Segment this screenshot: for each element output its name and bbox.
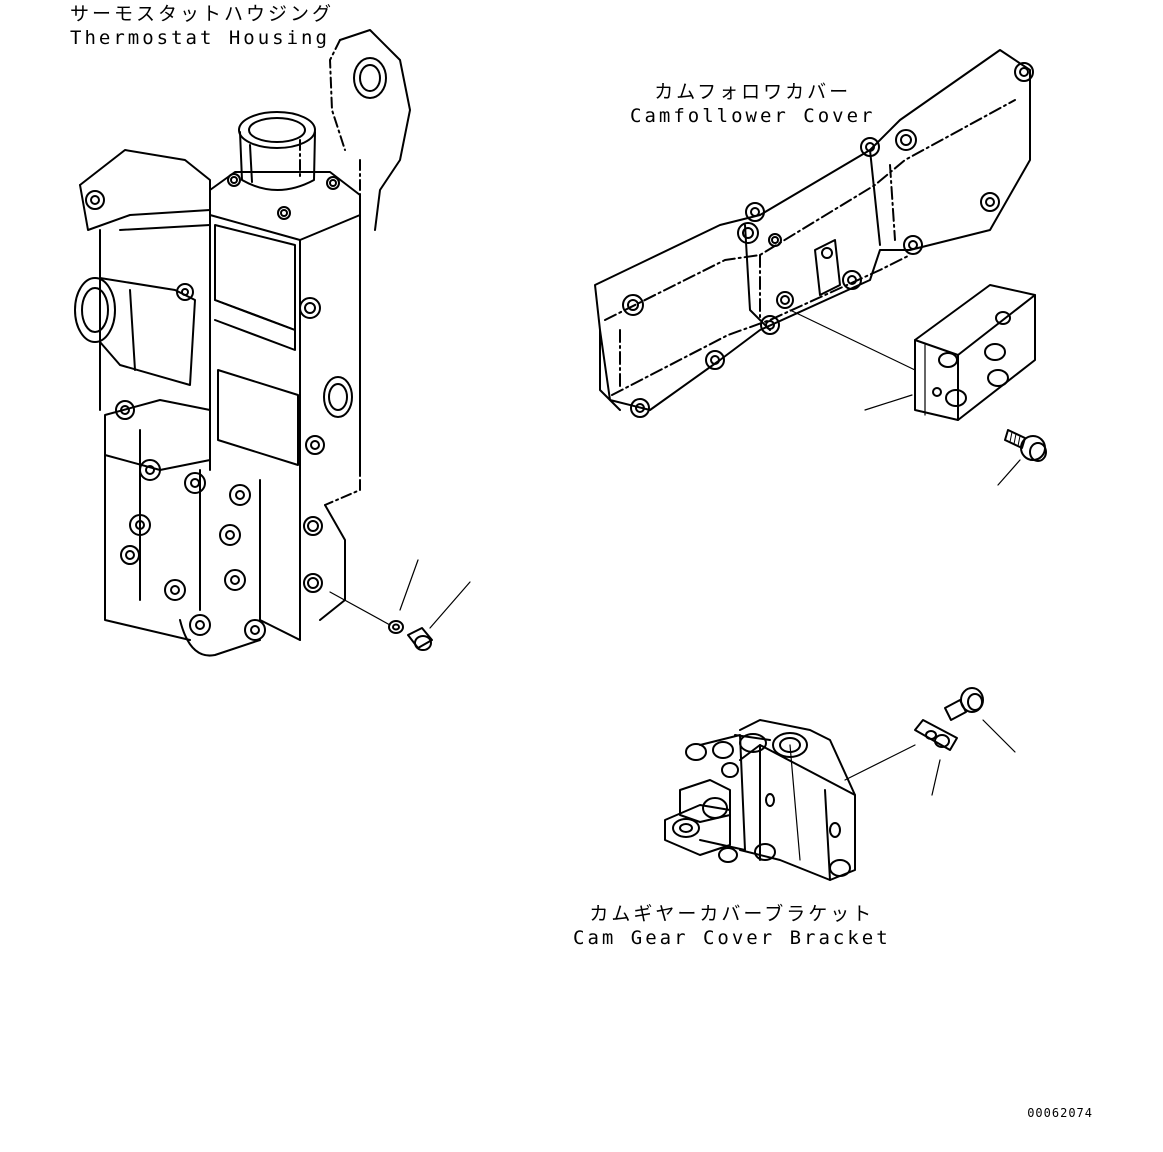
cam-gear-cover-bracket-label-en: Cam Gear Cover Bracket (573, 927, 891, 949)
housing-bosses (115, 400, 323, 641)
cam-gear-cover-bracket-assembly (664, 719, 916, 881)
gasket-and-bolt-bracket (914, 687, 1016, 796)
cover-bolts (622, 62, 1034, 418)
washer-and-bolt-thermostat (388, 559, 471, 651)
cover-plate (864, 284, 1036, 421)
camfollower-cover-label-en: Camfollower Cover (630, 105, 876, 127)
camfollower-cover-label: カムフォロワカバー Camfollower Cover (630, 80, 875, 128)
camfollower-cover-assembly (594, 49, 1034, 418)
cam-gear-cover-bracket-label: カムギヤーカバーブラケット Cam Gear Cover Bracket (573, 902, 891, 950)
thermostat-housing-label-jp: サーモスタットハウジング (70, 3, 335, 25)
camfollower-cover-label-jp: カムフォロワカバー (654, 81, 852, 103)
thermostat-housing-assembly (74, 29, 411, 657)
flange-bolt (997, 429, 1047, 486)
thermostat-housing-label: サーモスタットハウジング Thermostat Housing (70, 2, 334, 50)
document-number: 00062074 (1027, 1106, 1093, 1120)
thermostat-housing-label-en: Thermostat Housing (70, 27, 330, 49)
cam-gear-cover-bracket-label-jp: カムギヤーカバーブラケット (589, 903, 875, 925)
